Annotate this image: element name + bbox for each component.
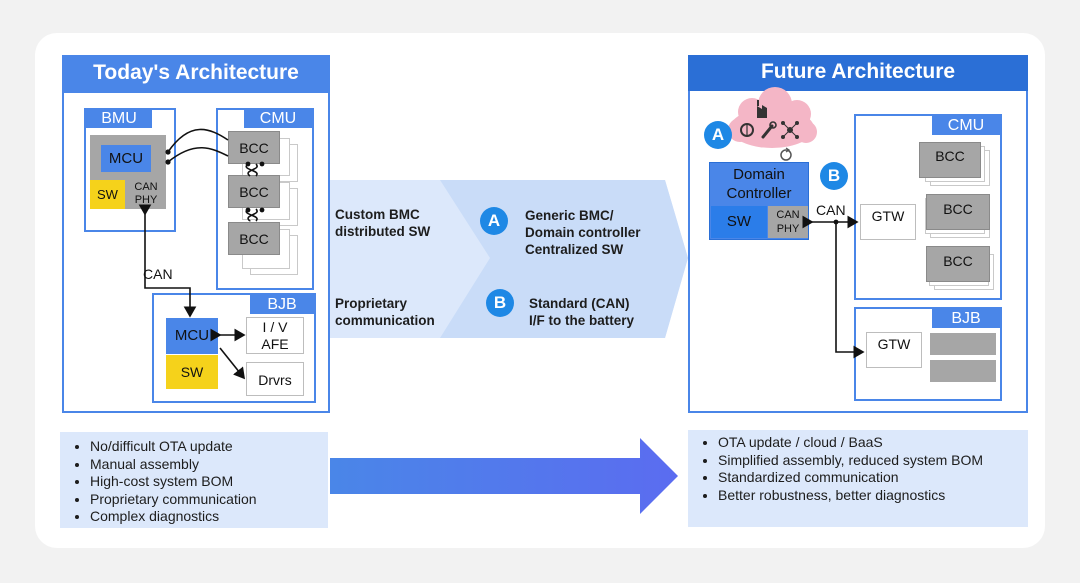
bullet-item: Complex diagnostics — [90, 508, 328, 526]
bullet-item: Standardized communication — [718, 469, 1028, 487]
bjb-label: BJB — [250, 295, 314, 314]
bmu-label: BMU — [86, 109, 152, 128]
bcc-box-1: BCC — [228, 131, 280, 164]
network-icon — [781, 121, 799, 139]
bullet-item: Manual assembly — [90, 456, 328, 474]
bullet-item: High-cost system BOM — [90, 473, 328, 491]
bjb-sw: SW — [166, 355, 218, 389]
brain-icon — [740, 123, 754, 137]
refresh-icon — [780, 147, 792, 161]
future-badge-a: A — [704, 121, 732, 149]
factory-icon — [757, 100, 767, 118]
bmu-mcu: MCU — [101, 145, 151, 172]
row1-future: Generic BMC/ Domain controller Centraliz… — [525, 208, 641, 257]
row2-current: Proprietary communication — [335, 296, 435, 328]
future-cmu-label: CMU — [932, 116, 1000, 135]
bjb-component — [930, 360, 996, 382]
bullet-item: Simplified assembly, reduced system BOM — [718, 452, 1028, 470]
bullet-item: Better robustness, better diagnostics — [718, 487, 1028, 505]
drvrs-box: Drvrs — [246, 362, 304, 396]
future-bjb-label: BJB — [932, 309, 1000, 328]
future-bcc-3: BCC — [926, 246, 990, 282]
bjb-component — [930, 333, 996, 355]
can-bus-today — [138, 204, 197, 318]
future-sw: SW — [711, 206, 767, 238]
bullet-item: No/difficult OTA update — [90, 438, 328, 456]
cmu-label: CMU — [244, 109, 312, 128]
wrench-icon — [761, 121, 777, 139]
today-title: Today's Architecture — [62, 55, 330, 93]
bcc-box-3: BCC — [228, 222, 280, 255]
future-cmu-gtw: GTW — [860, 204, 916, 240]
future-bcc-2: BCC — [926, 194, 990, 230]
bmu-cmu-link — [167, 147, 229, 163]
future-badge-b: B — [820, 162, 848, 190]
future-bcc-1: BCC — [919, 142, 981, 178]
domain-controller-label: Domain Controller — [726, 166, 792, 202]
badge-b: B — [486, 289, 514, 317]
future-bullets: OTA update / cloud / BaaSSimplified asse… — [688, 430, 1028, 527]
future-can-phy: CAN PHY — [768, 206, 808, 238]
can-bus-future — [835, 222, 865, 359]
row1-current: Custom BMC distributed SW — [335, 207, 431, 239]
bjb-mcu: MCU — [166, 318, 218, 354]
bmu-sw: SW — [90, 180, 125, 209]
badge-a: A — [480, 207, 508, 235]
bcc-box-2: BCC — [228, 175, 280, 208]
bmu-cmu-link — [167, 128, 229, 153]
iv-afe-box: I / V AFE — [246, 317, 304, 354]
today-bullets: No/difficult OTA updateManual assemblyHi… — [60, 432, 328, 528]
big-arrow — [330, 438, 678, 514]
future-can-label: CAN — [816, 202, 846, 218]
mcu-drvrs-link — [219, 347, 245, 380]
bullet-item: OTA update / cloud / BaaS — [718, 434, 1028, 452]
bullet-item: Proprietary communication — [90, 491, 328, 509]
future-title: Future Architecture — [688, 55, 1028, 91]
row2-future: Standard (CAN) I/F to the battery — [529, 296, 635, 328]
bmu-can-phy: CAN PHY — [134, 181, 158, 206]
future-bjb-gtw: GTW — [866, 332, 922, 368]
